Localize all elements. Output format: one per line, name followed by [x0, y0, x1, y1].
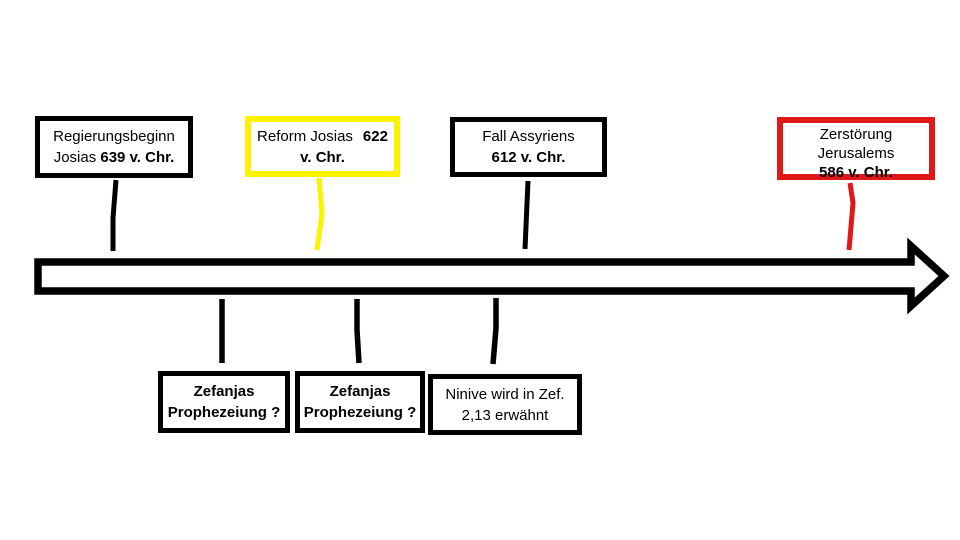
event-box-line: 612 v. Chr. — [492, 147, 566, 168]
event-box-line: Ninive wird in Zef. — [445, 384, 564, 405]
event-date: v. Chr. — [300, 148, 345, 166]
event-text: Jerusalems — [817, 145, 895, 162]
connector-josias-line — [110, 179, 119, 251]
event-text: Zefanjas — [329, 383, 391, 400]
event-text: Regierungsbeginn — [53, 128, 175, 145]
connector-zefanja2-line — [354, 299, 362, 364]
event-date: 586 v. Chr. — [819, 164, 893, 181]
event-box-regierungsbeginn: Regierungsbeginn Josias 639 v. Chr. — [35, 116, 193, 178]
event-box-line: Fall Assyriens — [482, 126, 575, 147]
event-box-line: Zerstörung — [820, 125, 893, 144]
event-box-line: Zefanjas — [330, 381, 391, 402]
event-box-line: Prophezeiung ? — [168, 402, 281, 423]
event-text: Prophezeiung ? — [303, 404, 417, 421]
event-box-zefanja-prophezeiung-1: Zefanjas Prophezeiung ? — [158, 371, 290, 433]
event-box-ninive: Ninive wird in Zef. 2,13 erwähnt — [428, 374, 582, 435]
event-box-line: Jerusalems — [818, 144, 895, 163]
event-box-line: v. Chr. — [300, 147, 345, 168]
event-box-line: Zefanjas — [194, 381, 255, 402]
event-box-line: Regierungsbeginn — [53, 126, 175, 147]
event-text: 2,13 erwähnt — [461, 406, 549, 424]
connector-jerusalem-line — [846, 182, 856, 251]
event-text: Zerstörung — [819, 126, 893, 143]
connector-ninive-line — [490, 298, 499, 365]
event-box-line: Josias 639 v. Chr. — [54, 147, 175, 168]
event-box-fall-assyriens: Fall Assyriens 612 v. Chr. — [450, 117, 607, 177]
event-date: 622 — [362, 127, 388, 145]
event-date: 639 v. Chr. — [100, 149, 175, 166]
event-text: Ninive wird in Zef. — [445, 385, 565, 403]
timeline-arrow — [34, 237, 950, 315]
event-box-zefanja-prophezeiung-2: Zefanjas Prophezeiung ? — [295, 371, 425, 433]
connector-assyrien-line — [522, 180, 531, 250]
event-text: Reform Josias — [257, 127, 353, 145]
event-box-reform-josias: Reform Josias 622 v. Chr. — [245, 116, 400, 177]
event-box-line: Reform Josias 622 — [257, 126, 388, 147]
event-date: 612 v. Chr. — [491, 149, 566, 166]
connector-reform-line — [314, 177, 325, 251]
event-text: Zefanjas — [193, 383, 255, 400]
event-text: Prophezeiung ? — [167, 404, 281, 421]
event-text: Josias — [53, 149, 101, 166]
event-box-line: 2,13 erwähnt — [462, 405, 549, 426]
event-text: Fall Assyriens — [482, 128, 575, 145]
event-box-zerstoerung-jerusalems: Zerstörung Jerusalems 586 v. Chr. — [777, 117, 935, 182]
event-box-line: 586 v. Chr. — [819, 163, 893, 182]
event-box-line: Prophezeiung ? — [304, 402, 417, 423]
